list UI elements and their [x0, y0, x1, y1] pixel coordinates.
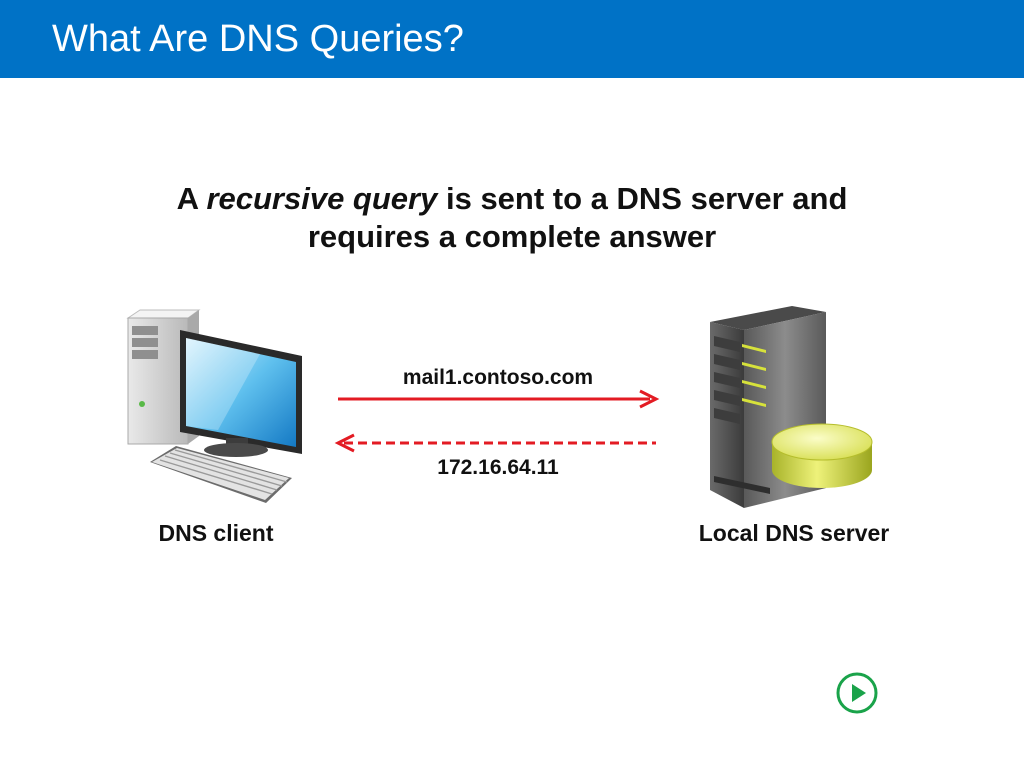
query-arrow	[338, 391, 656, 407]
play-circle-icon	[836, 672, 878, 714]
play-button[interactable]	[836, 672, 878, 714]
answer-arrow	[338, 435, 656, 451]
query-label: mail1.contoso.com	[340, 366, 656, 390]
dns-client-label: DNS client	[112, 520, 320, 547]
answer-label: 172.16.64.11	[340, 456, 656, 480]
desktop-computer-icon	[128, 310, 302, 503]
server-icon	[710, 306, 872, 508]
dns-server-label: Local DNS server	[672, 520, 916, 547]
